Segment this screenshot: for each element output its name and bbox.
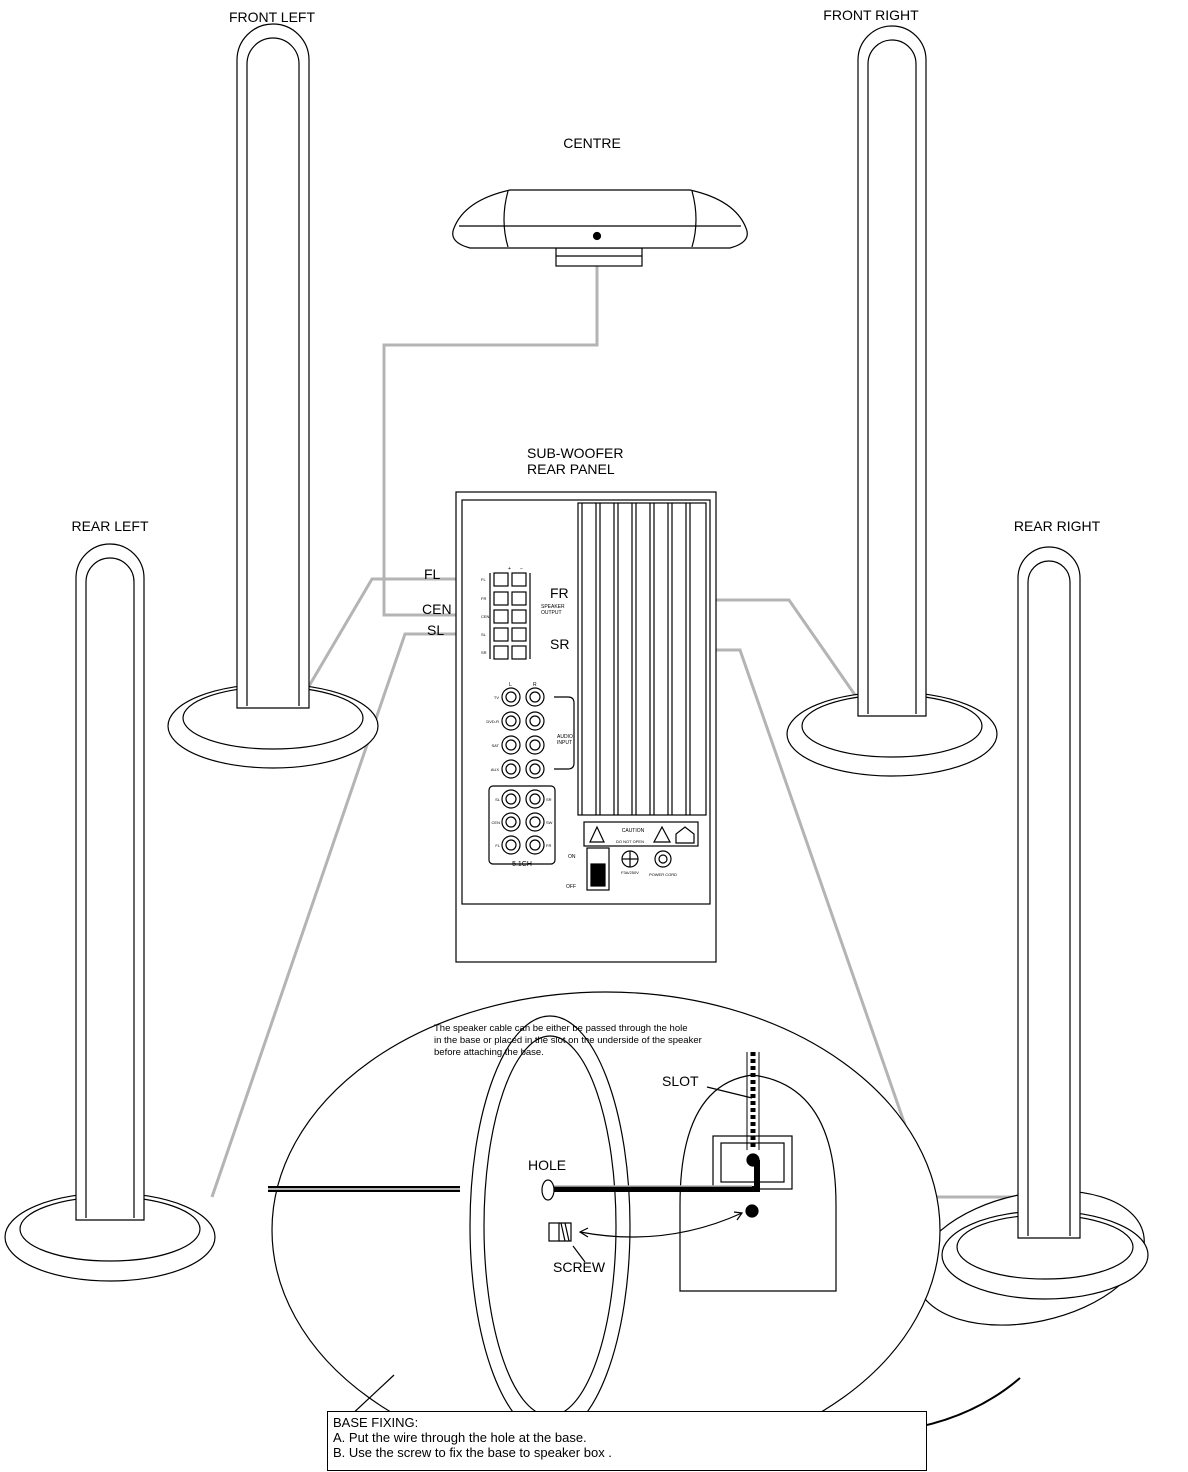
centre-body: [452, 189, 748, 249]
wire-label-sr: SR: [550, 636, 569, 652]
base-fixing-step-a: A. Put the wire through the hole at the …: [333, 1430, 587, 1445]
rear-left-column: [75, 543, 145, 1221]
front-right-label: FRONT RIGHT: [823, 7, 919, 23]
screw-arrow: [579, 1212, 743, 1238]
ch51-input-jacks: [488, 785, 556, 865]
wire-label-sl: SL: [427, 622, 444, 638]
slot-label: SLOT: [662, 1073, 699, 1089]
rear-right-column: [1017, 546, 1081, 1239]
caution-subtext: DO NOT OPEN: [616, 839, 644, 844]
front-right-speaker: [786, 25, 998, 777]
ch51-label: FR: [546, 843, 551, 848]
fuse-label: F3A/250V: [621, 870, 639, 875]
speaker-output-label: SPEAKER: [541, 604, 565, 610]
detail-note-line: The speaker cable can be either be passe…: [434, 1023, 688, 1034]
ch51-label: FL: [495, 843, 500, 848]
speaker-output-terminals: [489, 572, 531, 660]
audio-input-label: AUDIO: [557, 734, 573, 740]
ch51-label: SR: [546, 797, 552, 802]
subwoofer-outer-frame: [455, 491, 717, 963]
wire-front-left: [300, 577, 486, 699]
terminal-label: CEN: [481, 614, 490, 619]
detail-ellipse: [271, 991, 941, 1469]
speaker-output-label: OUTPUT: [541, 610, 562, 616]
warning-triangle-icon: [589, 825, 605, 843]
jack-l-label: L: [509, 682, 512, 688]
front-left-label: FRONT LEFT: [229, 9, 316, 25]
input-label: SAT: [492, 743, 500, 748]
front-left-speaker: [167, 23, 379, 769]
terminal-label: FR: [481, 596, 486, 601]
base-detail-callout: [268, 991, 941, 1469]
ch51-label: SL: [495, 797, 501, 802]
terminal-row: [493, 572, 509, 587]
wire-label-fr: FR: [550, 585, 569, 601]
rear-right-label: REAR RIGHT: [1014, 518, 1101, 534]
wire-centre: [382, 240, 599, 617]
detail-note-line: before attaching the base.: [434, 1047, 544, 1058]
subwoofer-rear-panel: [455, 491, 717, 963]
screw-label: SCREW: [553, 1259, 606, 1275]
subwoofer-inner-frame: [461, 499, 711, 905]
polarity-minus: −: [520, 566, 523, 572]
subwoofer-title-2: REAR PANEL: [527, 461, 615, 477]
ch51-title: 5.1CH: [512, 861, 532, 868]
switch-off-label: OFF: [566, 884, 576, 890]
labels: FRONT LEFT FRONT RIGHT CENTRE REAR LEFT …: [71, 7, 1100, 1275]
front-left-column: [236, 23, 310, 709]
hole-icon: [541, 1179, 555, 1201]
detail-note-line: in the base or placed in the slot on the…: [434, 1035, 702, 1046]
front-right-column: [857, 25, 927, 717]
ch51-label: CEN: [492, 820, 501, 825]
audio-input-jacks: [501, 687, 575, 779]
power-cord-socket-icon: [654, 850, 672, 868]
centre-connector-icon: [592, 231, 602, 241]
power-switch: [586, 847, 610, 891]
polarity-plus: +: [508, 566, 511, 572]
caution-panel: [583, 821, 699, 847]
terminal-label: SL: [481, 632, 487, 637]
audio-input-label: INPUT: [557, 740, 572, 746]
heat-sink: [577, 502, 707, 816]
terminal-label: SR: [481, 650, 487, 655]
input-label: AUX: [491, 767, 500, 772]
centre-speaker: [452, 189, 748, 267]
caution-text: CAUTION: [622, 828, 645, 834]
centre-label: CENTRE: [563, 135, 621, 151]
input-label: TV: [494, 695, 499, 700]
terminal-label: FL: [481, 577, 486, 582]
screw-icon: [548, 1222, 572, 1242]
centre-stand: [555, 247, 643, 267]
house-icon: [675, 826, 695, 844]
jack-r-label: R: [533, 682, 537, 688]
power-cord-label: POWER CORD: [649, 872, 677, 877]
screw-hole-icon: [745, 1204, 759, 1218]
rear-left-label: REAR LEFT: [71, 518, 148, 534]
base-fixing-title: BASE FIXING:: [333, 1415, 419, 1430]
cable-through-hole: [550, 1160, 760, 1192]
input-label: DVD-R: [486, 719, 499, 724]
base-fixing-instructions: BASE FIXING: A. Put the wire through the…: [327, 1411, 927, 1471]
rear-right-speaker: [915, 546, 1149, 1326]
rear-left-speaker: [4, 543, 216, 1282]
subwoofer-title-1: SUB-WOOFER: [527, 445, 623, 461]
wire-label-fl: FL: [424, 566, 441, 582]
warning-triangle-icon-2: [653, 825, 671, 843]
ch51-label: SW: [546, 820, 553, 825]
wire-label-cen: CEN: [422, 601, 452, 617]
switch-on-label: ON: [568, 854, 576, 860]
base-fixing-step-b: B. Use the screw to fix the base to spea…: [333, 1445, 612, 1460]
hole-label: HOLE: [528, 1157, 566, 1173]
